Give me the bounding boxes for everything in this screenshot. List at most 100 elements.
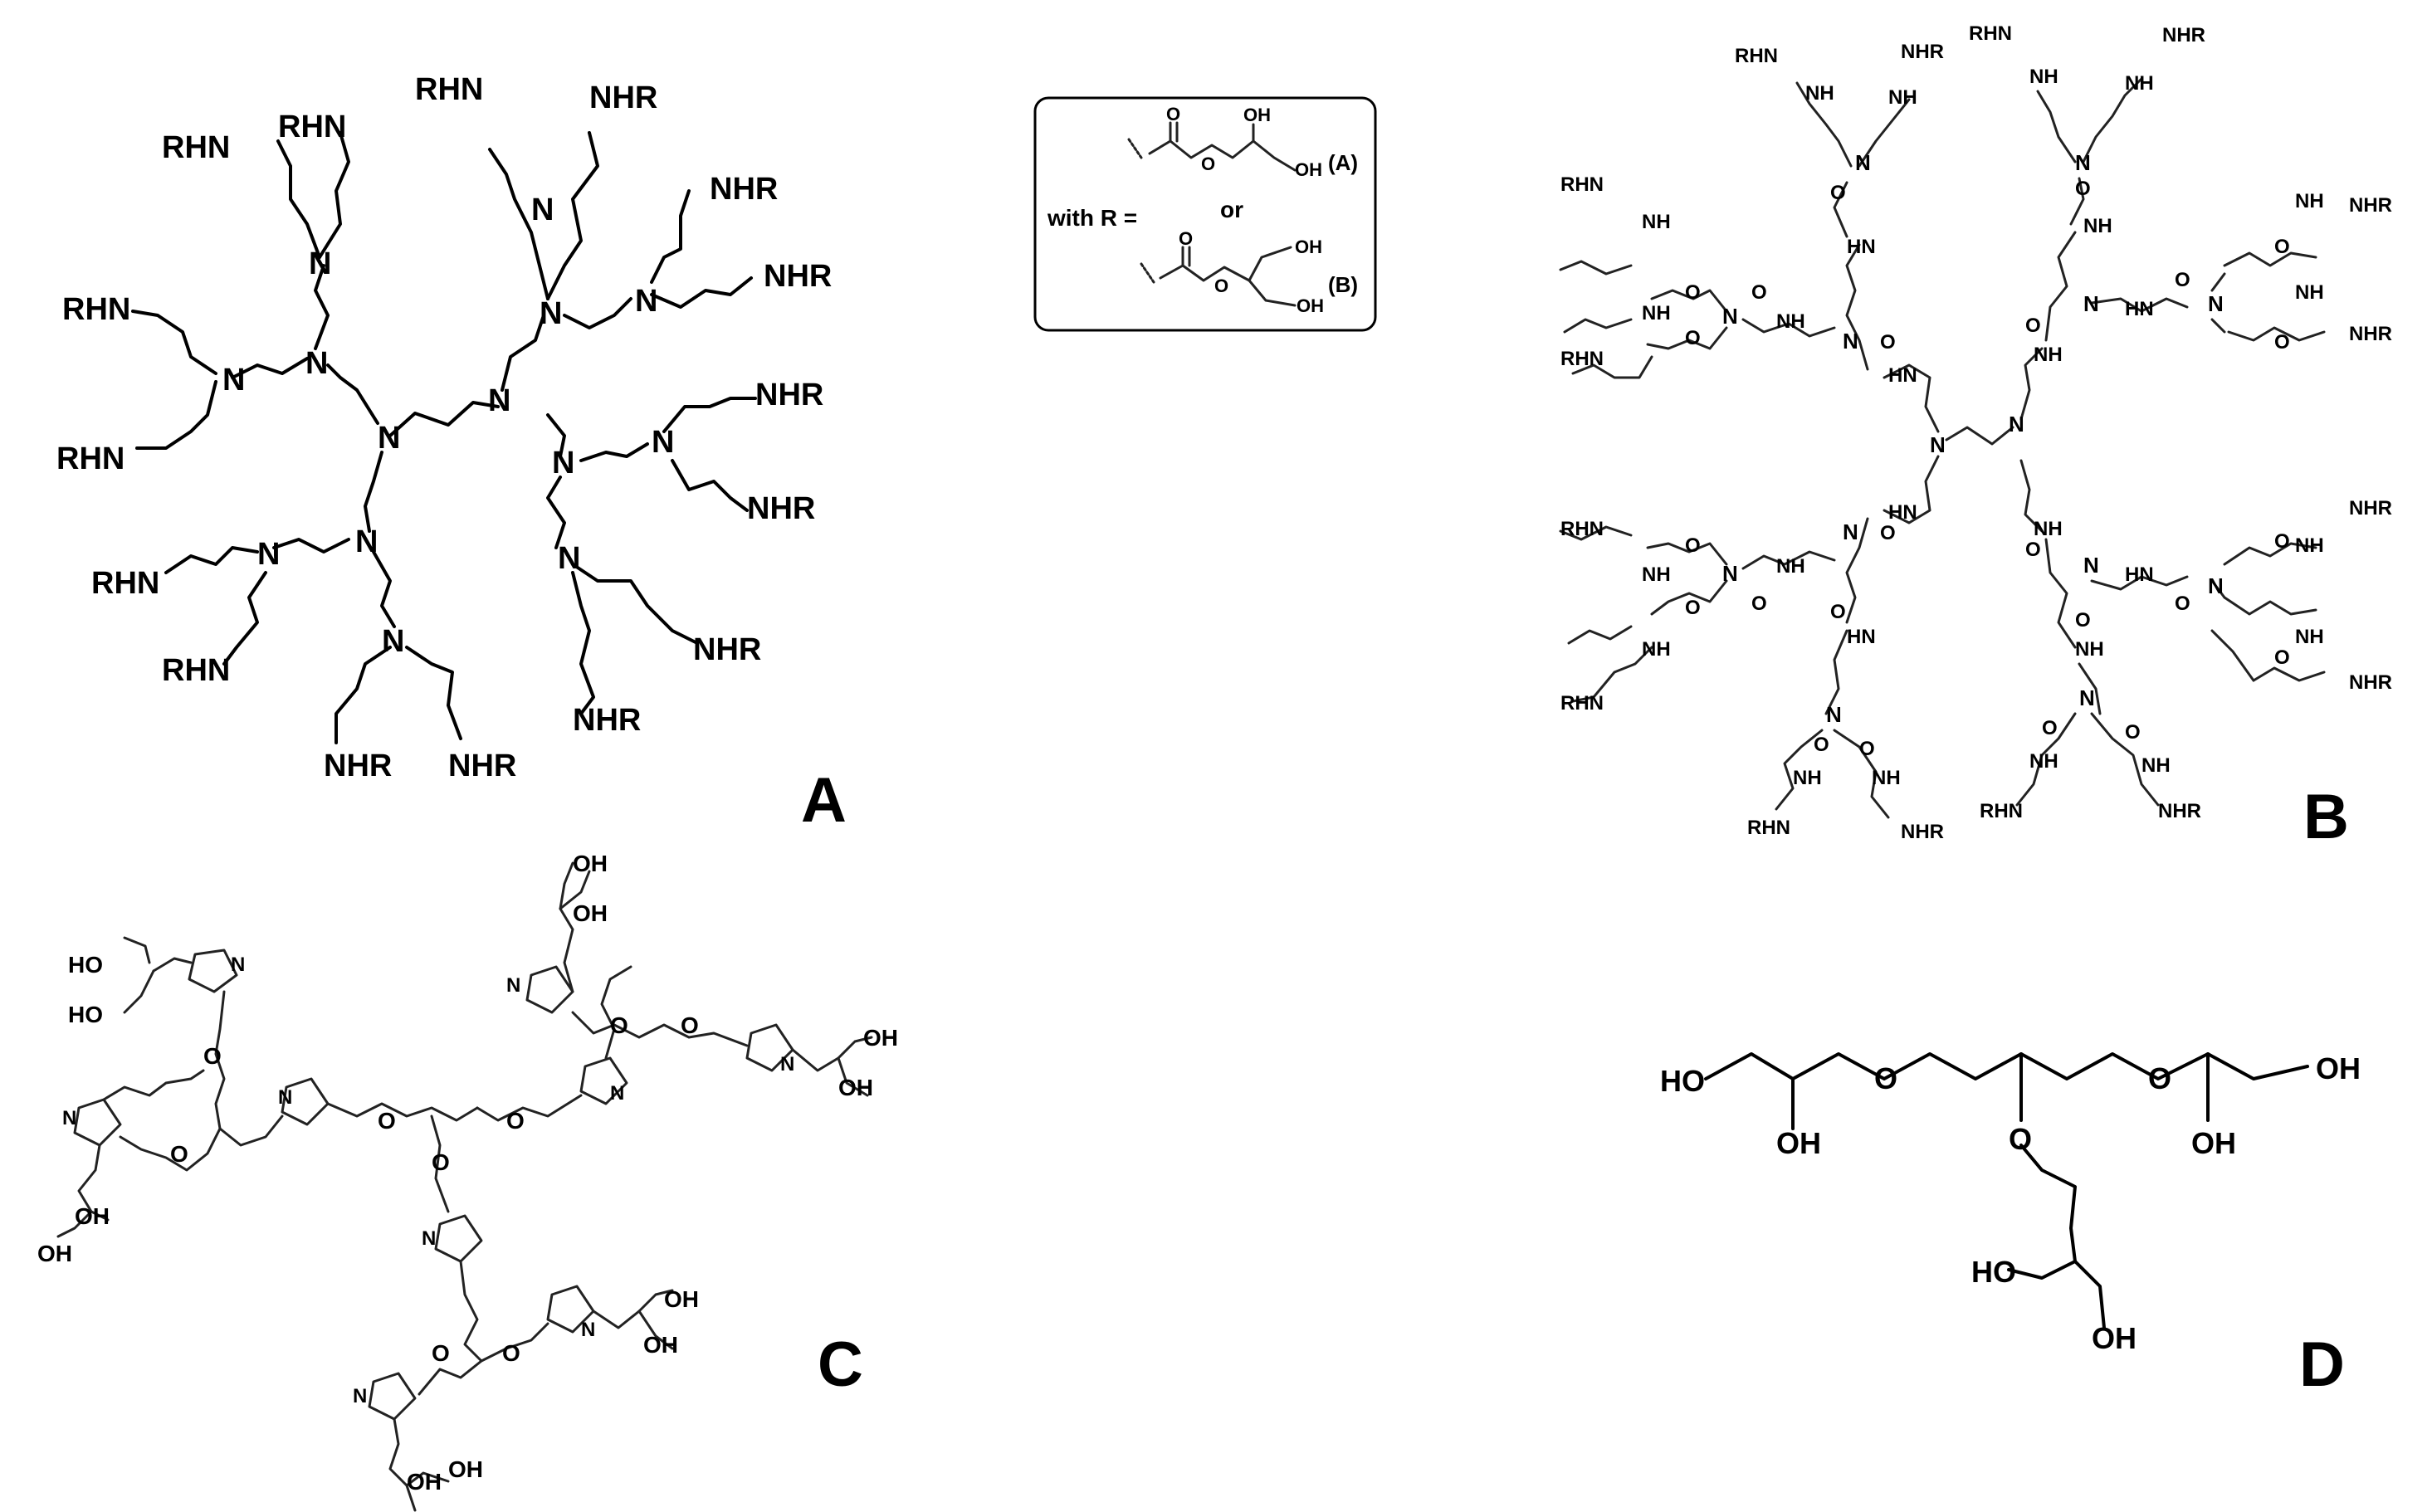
- amine-end-group-label: NHR: [2349, 671, 2392, 694]
- hydroxyl-label: OH: [2191, 1126, 2236, 1160]
- oxygen-atom-label: O: [1166, 104, 1180, 124]
- r-group-a-structure: O O OH OH (A): [1127, 104, 1358, 180]
- amine-end-group-label: RHN: [1560, 692, 1604, 715]
- hydroxyl-label: OH: [838, 1075, 873, 1100]
- ether-oxygen-label: O: [170, 1141, 188, 1167]
- hydroxyl-label: OH: [1776, 1126, 1821, 1160]
- amide-nh-label: NH: [1805, 82, 1834, 105]
- nitrogen-atom-label: N: [2075, 150, 2091, 175]
- amine-end-group-label: NHR: [324, 749, 392, 783]
- hydroxyl-label: OH: [448, 1456, 483, 1482]
- ether-oxygen-label: O: [502, 1340, 520, 1366]
- amide-nh-label: NH: [2029, 750, 2058, 773]
- nitrogen-atom-label: N: [1722, 561, 1738, 586]
- carbonyl-oxygen-label: O: [2175, 269, 2190, 291]
- panel-d-polyglycerol: HO OH O O O OH OH HO OH D: [1660, 1051, 2361, 1400]
- nitrogen-atom-label: N: [2208, 291, 2224, 316]
- nitrogen-atom-label: N: [309, 246, 331, 281]
- panel-b-letter: B: [2303, 782, 2349, 852]
- nitrogen-atom-label: N: [540, 296, 562, 331]
- carbonyl-oxygen-label: O: [2025, 315, 2041, 337]
- amide-nh-label: NH: [1888, 86, 1917, 109]
- oxygen-atom-label: O: [1179, 228, 1193, 249]
- nitrogen-atom-label: N: [305, 346, 328, 381]
- panel-d-letter: D: [2299, 1329, 2345, 1400]
- triazole-ring: [368, 1372, 417, 1421]
- ether-oxygen-label: O: [432, 1340, 450, 1366]
- amine-end-group-label: NHR: [764, 259, 832, 294]
- amine-end-group-label: RHN: [415, 72, 483, 107]
- hydroxyl-label: OH: [573, 900, 608, 926]
- nitrogen-atom-label: N: [378, 421, 400, 456]
- hydroxyl-label: HO: [68, 1002, 103, 1027]
- oxygen-atom-label: O: [1214, 276, 1228, 296]
- carbonyl-oxygen-label: O: [1685, 534, 1701, 557]
- amine-end-group-label: RHN: [1969, 22, 2012, 45]
- triazole-ring: [434, 1214, 483, 1263]
- hydroxyl-label: OH: [1295, 237, 1322, 257]
- nitrogen-atom-label: N: [652, 425, 674, 460]
- carbonyl-oxygen-label: O: [1685, 327, 1701, 349]
- ether-oxygen-label: O: [1874, 1061, 1897, 1095]
- hydroxyl-label: OH: [1243, 105, 1271, 125]
- amine-end-group-label: RHN: [56, 441, 125, 476]
- triazole-ring: [188, 949, 238, 993]
- carbonyl-oxygen-label: O: [1751, 593, 1767, 615]
- triazole-nitrogen-label: N: [353, 1385, 367, 1407]
- r-group-legend: O O OH OH (A) with R = or O O OH OH (B): [1033, 96, 1377, 332]
- amine-end-group-label: NHR: [2349, 194, 2392, 217]
- carbonyl-oxygen-label: O: [1830, 601, 1846, 623]
- amine-end-group-label: RHN: [162, 653, 230, 688]
- hydroxyl-label: OH: [573, 851, 608, 876]
- nitrogen-atom-label: N: [355, 524, 378, 559]
- panel-c-bonds: [56, 861, 873, 1512]
- amide-nh-label: NH: [2295, 534, 2324, 557]
- nitrogen-atom-label: N: [1826, 702, 1842, 727]
- triazole-nitrogen-label: N: [62, 1107, 76, 1129]
- ether-oxygen-label: O: [2009, 1122, 2032, 1156]
- hydroxyl-label: OH: [2092, 1321, 2137, 1355]
- ether-oxygen-label: O: [203, 1043, 222, 1069]
- amine-end-group-label: NHR: [693, 632, 761, 667]
- nitrogen-atom-label: N: [2079, 685, 2095, 710]
- carbonyl-oxygen-label: O: [2125, 721, 2141, 744]
- option-a-label: (A): [1328, 150, 1358, 175]
- amine-end-group-label: NHR: [589, 80, 657, 115]
- amine-end-group-label: NHR: [755, 378, 823, 412]
- nitrogen-atom-label: N: [635, 284, 657, 319]
- amine-end-group-label: NHR: [1901, 41, 1944, 63]
- amide-nh-label: NH: [2075, 638, 2104, 661]
- option-b-label: (B): [1328, 272, 1358, 297]
- panel-c-letter: C: [818, 1329, 863, 1400]
- amine-end-group-label: NHR: [448, 749, 516, 783]
- amide-nh-label: NH: [2034, 344, 2063, 366]
- amine-end-group-label: RHN: [1560, 173, 1604, 196]
- triazole-ring: [73, 1098, 122, 1147]
- amine-end-group-label: NHR: [573, 703, 641, 738]
- panel-d-labels: HO OH O O O OH OH HO OH: [1660, 1051, 2361, 1355]
- hydroxyl-label: OH: [664, 1286, 699, 1312]
- carbonyl-oxygen-label: O: [2025, 539, 2041, 561]
- amide-nh-label: NH: [2083, 215, 2112, 237]
- panel-a-labels: N N N N N N N N N N N N N N RHN RHN RHN …: [56, 72, 832, 783]
- amine-end-group-label: NHR: [747, 491, 815, 526]
- triazole-ring: [281, 1077, 330, 1126]
- nitrogen-atom-label: N: [2083, 553, 2099, 578]
- amide-nh-label: NH: [2295, 626, 2324, 648]
- triazole-nitrogen-label: N: [581, 1319, 595, 1341]
- panel-d-bonds: [1704, 1052, 2309, 1329]
- triazole-nitrogen-label: N: [231, 954, 245, 976]
- nitrogen-atom-label: N: [1722, 304, 1738, 329]
- carbonyl-oxygen-label: O: [1830, 182, 1846, 204]
- panel-b-labels: N N N N N N N N N N N N N N HN NH HN NH …: [1560, 22, 2392, 843]
- amide-nh-label: HN: [2125, 563, 2154, 586]
- nitrogen-atom-label: N: [2208, 573, 2224, 598]
- hydroxyl-label: OH: [1297, 295, 1324, 316]
- oxygen-atom-label: O: [1201, 154, 1215, 174]
- nitrogen-atom-label: N: [2083, 291, 2099, 316]
- hydroxyl-label: HO: [1660, 1064, 1705, 1098]
- amide-nh-label: HN: [1888, 364, 1917, 387]
- carbonyl-oxygen-label: O: [1880, 331, 1896, 354]
- amine-end-group-label: RHN: [1980, 800, 2023, 822]
- carbonyl-oxygen-label: O: [1859, 738, 1875, 760]
